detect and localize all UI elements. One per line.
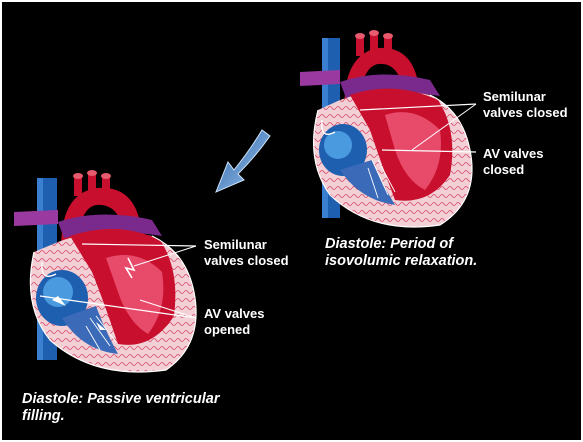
top-caption-line2: isovolumic relaxation. bbox=[325, 253, 477, 270]
top-semilunar-label: Semilunar valves closed bbox=[483, 89, 568, 121]
transition-arrow bbox=[216, 130, 270, 192]
top-caption-line1: Diastole: Period of bbox=[325, 236, 453, 253]
bottom-semilunar-label: Semilunar valves closed bbox=[204, 237, 289, 269]
bottom-av-label: AV valves opened bbox=[204, 306, 264, 338]
bottom-caption-line1: Diastole: Passive ventricular bbox=[22, 391, 219, 408]
bottom-heart bbox=[14, 170, 196, 372]
top-heart bbox=[300, 30, 472, 227]
top-av-label: AV valves closed bbox=[483, 146, 543, 178]
bottom-caption-line2: filling. bbox=[22, 408, 65, 425]
